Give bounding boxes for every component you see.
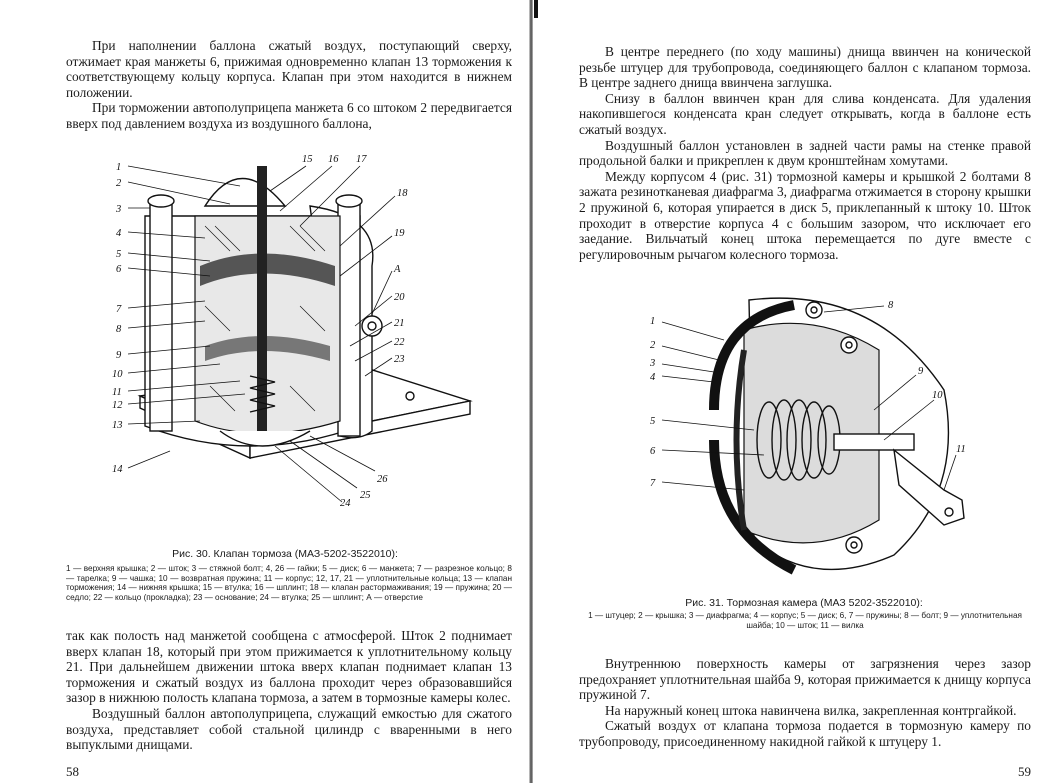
figure-caption: Рис. 30. Клапан тормоза (МАЗ-5202-352201… [172,548,398,560]
figure-31-labels: 1 2 3 4 5 6 7 8 9 10 11 [649,300,966,489]
figure-30-labels: 1 2 3 4 5 6 7 8 9 10 11 12 13 14 15 16 1… [112,154,408,506]
part-label: A [393,264,401,275]
right-top-text: В центре переднего (по ходу машины) днищ… [579,44,1031,262]
part-label: 17 [356,154,367,165]
part-label: 3 [115,204,121,215]
left-bottom-text: так как полость над манжетой сообщена с … [66,628,512,753]
part-label: 6 [650,446,656,457]
left-page: При наполнении баллона сжатый воздух, по… [0,0,527,783]
part-label: 19 [394,228,405,239]
page-number: 58 [66,764,79,779]
spine-mark [534,0,538,18]
left-top-text: При наполнении баллона сжатый воздух, по… [66,38,512,132]
page-number: 59 [1018,764,1031,779]
paragraph: Снизу в баллон ввинчен кран для слива ко… [579,90,1031,137]
part-label: 2 [116,178,122,189]
part-label: 5 [650,416,655,427]
part-label: 4 [116,228,122,239]
part-label: 4 [650,372,656,383]
figure-caption: Рис. 31. Тормозная камера (МАЗ 5202-3522… [685,597,923,609]
part-label: 8 [888,300,894,311]
paragraph: В центре переднего (по ходу машины) днищ… [579,44,1031,91]
part-label: 15 [302,154,313,165]
paragraph: На наружный конец штока навинчена вилка,… [605,702,1017,718]
part-label: 9 [918,366,924,377]
part-label: 21 [394,318,405,329]
part-label: 23 [394,354,405,365]
top-cover [203,178,287,207]
part-label: 11 [956,444,966,455]
part-label: 9 [116,350,122,361]
part-label: 22 [394,337,405,348]
part-label: 26 [377,474,388,485]
paragraph: Между корпусом 4 (рис. 31) тормозной кам… [579,168,1031,262]
paragraph: Сжатый воздух от клапана тормоза подаетс… [579,718,1031,749]
figure-legend: 1 — верхняя крышка; 2 — шток; 3 — стяжно… [66,564,512,602]
part-label: 10 [932,390,943,401]
part-label: 12 [112,400,123,411]
right-page: В центре переднего (по ходу машины) днищ… [534,0,1055,783]
part-label: 13 [112,420,123,431]
part-label: 18 [397,188,408,199]
part-label: 8 [116,324,122,335]
paragraph: так как полость над манжетой сообщена с … [66,628,512,706]
paragraph: Воздушный баллон автополуприцепа, служащ… [66,705,512,753]
paragraph: При наполнении баллона сжатый воздух, по… [66,38,512,100]
part-label: 3 [649,358,655,369]
part-label: 11 [112,387,122,398]
part-label: 7 [650,478,656,489]
right-bottom-text: Внутреннюю поверхность камеры от загрязн… [579,656,1031,750]
paragraph: Внутреннюю поверхность камеры от загрязн… [579,656,1031,703]
part-label: 10 [112,369,123,380]
paragraph: При торможении автополуприцепа манжета 6… [66,100,512,131]
paragraph: Воздушный баллон установлен в задней час… [579,137,1031,169]
figure-legend: 1 — штуцер; 2 — крышка; 3 — диафрагма; 4… [588,611,1022,630]
part-label: 1 [116,162,121,173]
brake-chamber-figure: 1 2 3 4 5 6 7 8 9 10 11 [649,297,966,575]
part-label: 5 [116,249,121,260]
part-label: 1 [650,316,655,327]
part-label: 24 [340,498,351,506]
brake-valve-figure: 1 2 3 4 5 6 7 8 9 10 11 12 13 14 15 16 1… [112,154,473,506]
part-label: 25 [360,490,371,501]
part-label: 20 [394,292,405,303]
part-label: 2 [650,340,656,351]
part-label: 6 [116,264,122,275]
part-label: 16 [328,154,339,165]
part-label: 7 [116,304,122,315]
part-label: 14 [112,464,123,475]
book-spine [529,0,533,783]
